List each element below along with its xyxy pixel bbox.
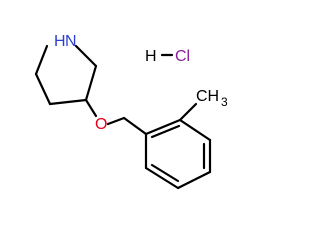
pyrrolidine-ring bbox=[34, 44, 98, 106]
double-bond-ar5-ar6 bbox=[150, 163, 180, 183]
oxygen-label: O bbox=[95, 116, 107, 133]
methyl-label: CH bbox=[196, 88, 219, 105]
nitrogen-label: N bbox=[65, 33, 77, 50]
salt-hydrogen-label: H bbox=[145, 48, 157, 65]
methyl-subscript: 3 bbox=[221, 95, 228, 109]
bond-o-ch2 bbox=[106, 116, 126, 126]
bond-c4-c5 bbox=[84, 64, 98, 102]
ether-linkage bbox=[84, 98, 148, 136]
bond-c2-c3 bbox=[34, 72, 52, 106]
benzene-ring bbox=[144, 118, 212, 190]
salt-chlorine-label: Cl bbox=[175, 48, 190, 65]
bond-ar1-ar2 bbox=[144, 118, 182, 136]
bond-c4-o bbox=[84, 98, 98, 118]
bond-ar4-ar5 bbox=[176, 170, 212, 190]
bond-c3-c4 bbox=[48, 98, 88, 106]
bond-ch2-ar bbox=[122, 116, 148, 136]
structure-canvas: H N O CH 3 H Cl bbox=[34, 33, 228, 190]
bond-ar2-ar3 bbox=[178, 118, 212, 142]
bond-n-c2 bbox=[34, 44, 49, 76]
double-bond-ar1-ar2 bbox=[150, 124, 181, 139]
bond-ar5-ar6 bbox=[144, 166, 180, 190]
amine-h-label: H bbox=[54, 33, 66, 50]
bond-ar2-methyl bbox=[178, 102, 198, 122]
structure-diagram: H N O CH 3 H Cl bbox=[34, 33, 228, 190]
bond-c5-n bbox=[74, 44, 98, 68]
